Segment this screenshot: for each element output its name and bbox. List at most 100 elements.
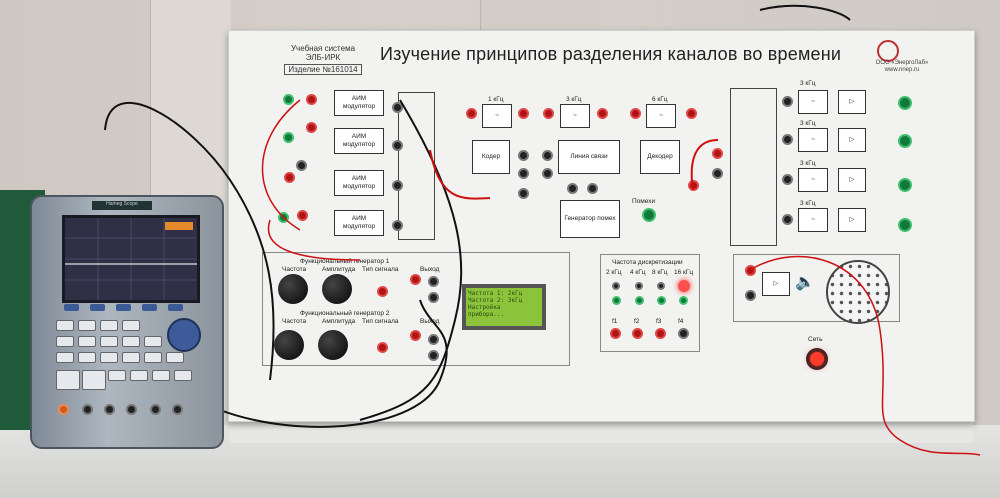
channel-socket[interactable] (782, 214, 793, 225)
sampling-button[interactable] (635, 296, 644, 305)
input-socket[interactable] (283, 94, 294, 105)
scope-key[interactable] (122, 352, 140, 363)
noise-socket[interactable] (587, 183, 598, 194)
amplitude-label: Амплитуда (322, 318, 356, 325)
channel-socket[interactable] (678, 328, 689, 339)
sampling-button[interactable] (679, 296, 688, 305)
link-socket[interactable] (542, 150, 553, 161)
scope-input-jack[interactable] (58, 404, 69, 415)
filter-socket[interactable] (518, 108, 529, 119)
decoder-socket[interactable] (712, 148, 723, 159)
filter-socket[interactable] (466, 108, 477, 119)
scope-function-key[interactable] (90, 304, 105, 311)
scope-key[interactable] (166, 352, 184, 363)
scope-key[interactable] (174, 370, 192, 381)
gen1-output-socket[interactable] (428, 276, 439, 287)
channel-socket[interactable] (782, 174, 793, 185)
power-button[interactable] (806, 348, 828, 370)
output-socket[interactable] (898, 178, 912, 192)
scope-key[interactable] (56, 370, 80, 390)
decoder-socket[interactable] (712, 168, 723, 179)
scope-key[interactable] (152, 370, 170, 381)
output-socket[interactable] (898, 96, 912, 110)
channel-socket[interactable] (782, 96, 793, 107)
filter-block-2: ~ (560, 104, 590, 128)
scope-input-jack[interactable] (126, 404, 137, 415)
decoder-socket[interactable] (688, 180, 699, 191)
sampling-button[interactable] (657, 296, 666, 305)
channel-socket[interactable] (655, 328, 666, 339)
gen2-output-socket[interactable] (410, 330, 421, 341)
scope-key[interactable] (56, 336, 74, 347)
modulator-output-socket[interactable] (392, 102, 403, 113)
scope-key[interactable] (144, 352, 162, 363)
input-socket[interactable] (306, 94, 317, 105)
scope-function-key[interactable] (116, 304, 131, 311)
sampling-button[interactable] (612, 296, 621, 305)
scope-function-key[interactable] (142, 304, 157, 311)
coder-socket[interactable] (518, 150, 529, 161)
input-socket[interactable] (283, 132, 294, 143)
scope-input-jack[interactable] (104, 404, 115, 415)
filter-socket[interactable] (630, 108, 641, 119)
gen1-output-socket[interactable] (428, 292, 439, 303)
scope-key[interactable] (122, 336, 140, 347)
modulator-output-socket[interactable] (392, 180, 403, 191)
scope-key[interactable] (108, 370, 126, 381)
scope-key[interactable] (82, 370, 106, 390)
scope-input-jack[interactable] (172, 404, 183, 415)
filter-socket[interactable] (686, 108, 697, 119)
link-line-block: Линия связи (558, 140, 620, 174)
scope-key[interactable] (56, 320, 74, 331)
modulator-output-socket[interactable] (392, 140, 403, 151)
scope-key[interactable] (100, 336, 118, 347)
scope-input-jack[interactable] (82, 404, 93, 415)
scope-key[interactable] (78, 336, 96, 347)
gen1-output-socket[interactable] (410, 274, 421, 285)
frequency-knob-2[interactable] (274, 330, 304, 360)
noise-socket[interactable] (567, 183, 578, 194)
link-socket[interactable] (542, 168, 553, 179)
scope-key[interactable] (130, 370, 148, 381)
input-socket[interactable] (284, 172, 295, 183)
speaker-socket[interactable] (745, 290, 756, 301)
channel-socket[interactable] (610, 328, 621, 339)
lcd-line: Частота 1: 2кГц (468, 290, 523, 297)
lcd-line: прибора... (468, 311, 505, 318)
coder-socket[interactable] (518, 188, 529, 199)
scope-key[interactable] (78, 320, 96, 331)
signal-type-button-2[interactable] (377, 342, 388, 353)
scope-key[interactable] (78, 352, 96, 363)
output-socket[interactable] (898, 134, 912, 148)
frequency-label: Частота (282, 266, 307, 273)
channel-socket[interactable] (782, 134, 793, 145)
scope-navigation-pad[interactable] (167, 318, 201, 352)
scope-key[interactable] (100, 320, 118, 331)
amplitude-knob-1[interactable] (322, 274, 352, 304)
coder-socket[interactable] (518, 168, 529, 179)
scope-trace (65, 218, 197, 300)
scope-key[interactable] (144, 336, 162, 347)
input-socket[interactable] (296, 160, 307, 171)
input-socket[interactable] (306, 122, 317, 133)
gen2-output-socket[interactable] (428, 350, 439, 361)
filter-socket[interactable] (597, 108, 608, 119)
amplitude-knob-2[interactable] (318, 330, 348, 360)
channel-socket[interactable] (632, 328, 643, 339)
filter-socket[interactable] (543, 108, 554, 119)
scope-input-jack[interactable] (150, 404, 161, 415)
gen2-output-socket[interactable] (428, 334, 439, 345)
signal-type-button-1[interactable] (377, 286, 388, 297)
modulator-output-socket[interactable] (392, 220, 403, 231)
scope-key[interactable] (100, 352, 118, 363)
noise-knob[interactable] (642, 208, 656, 222)
scope-key[interactable] (122, 320, 140, 331)
output-socket[interactable] (898, 218, 912, 232)
input-socket[interactable] (297, 210, 308, 221)
frequency-knob-1[interactable] (278, 274, 308, 304)
scope-key[interactable] (56, 352, 74, 363)
org-name: ООО «ЭнергоЛаб» (875, 60, 929, 66)
scope-function-key[interactable] (168, 304, 183, 311)
scope-function-key[interactable] (64, 304, 79, 311)
signal-type-label: Тип сигнала (362, 266, 399, 273)
